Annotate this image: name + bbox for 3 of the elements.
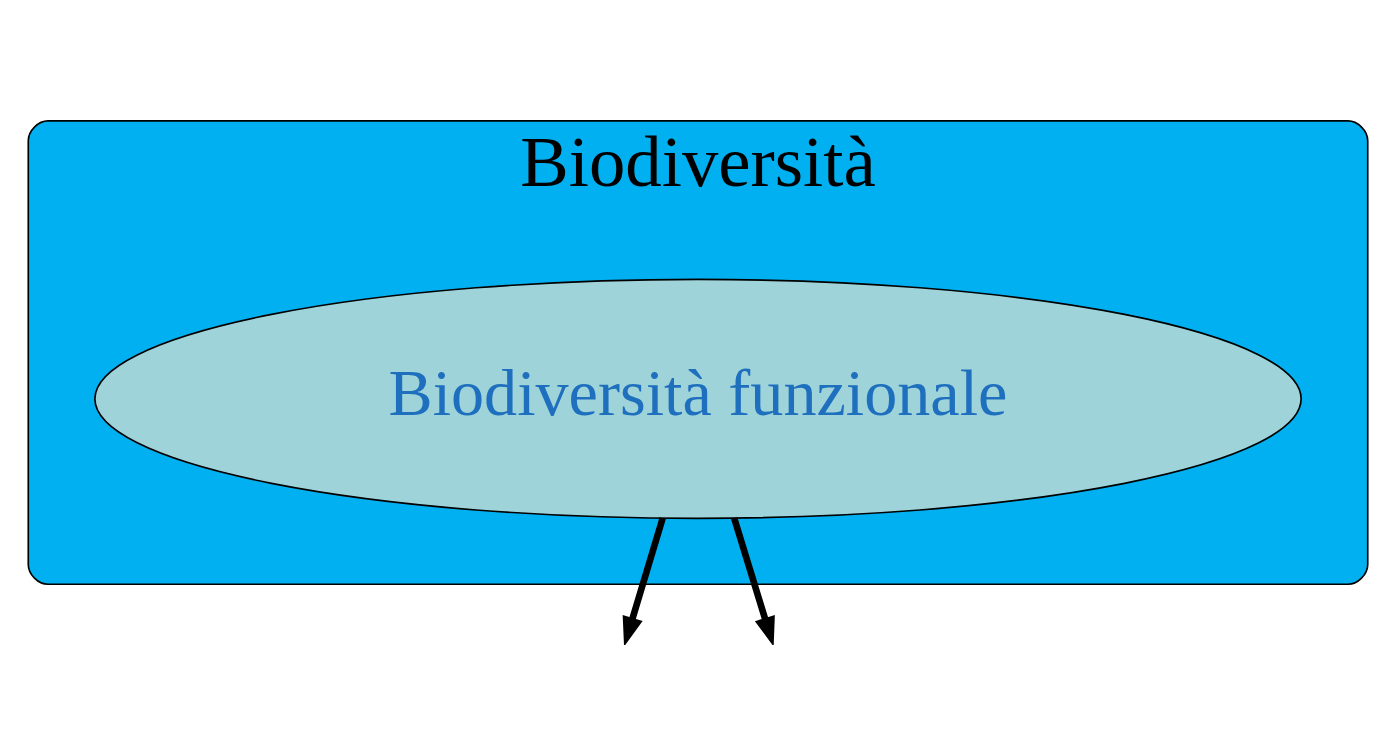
arrow bbox=[622, 517, 666, 645]
arrow bbox=[731, 517, 775, 645]
node-ellipse: Biodiversità funzionale bbox=[94, 278, 1302, 520]
